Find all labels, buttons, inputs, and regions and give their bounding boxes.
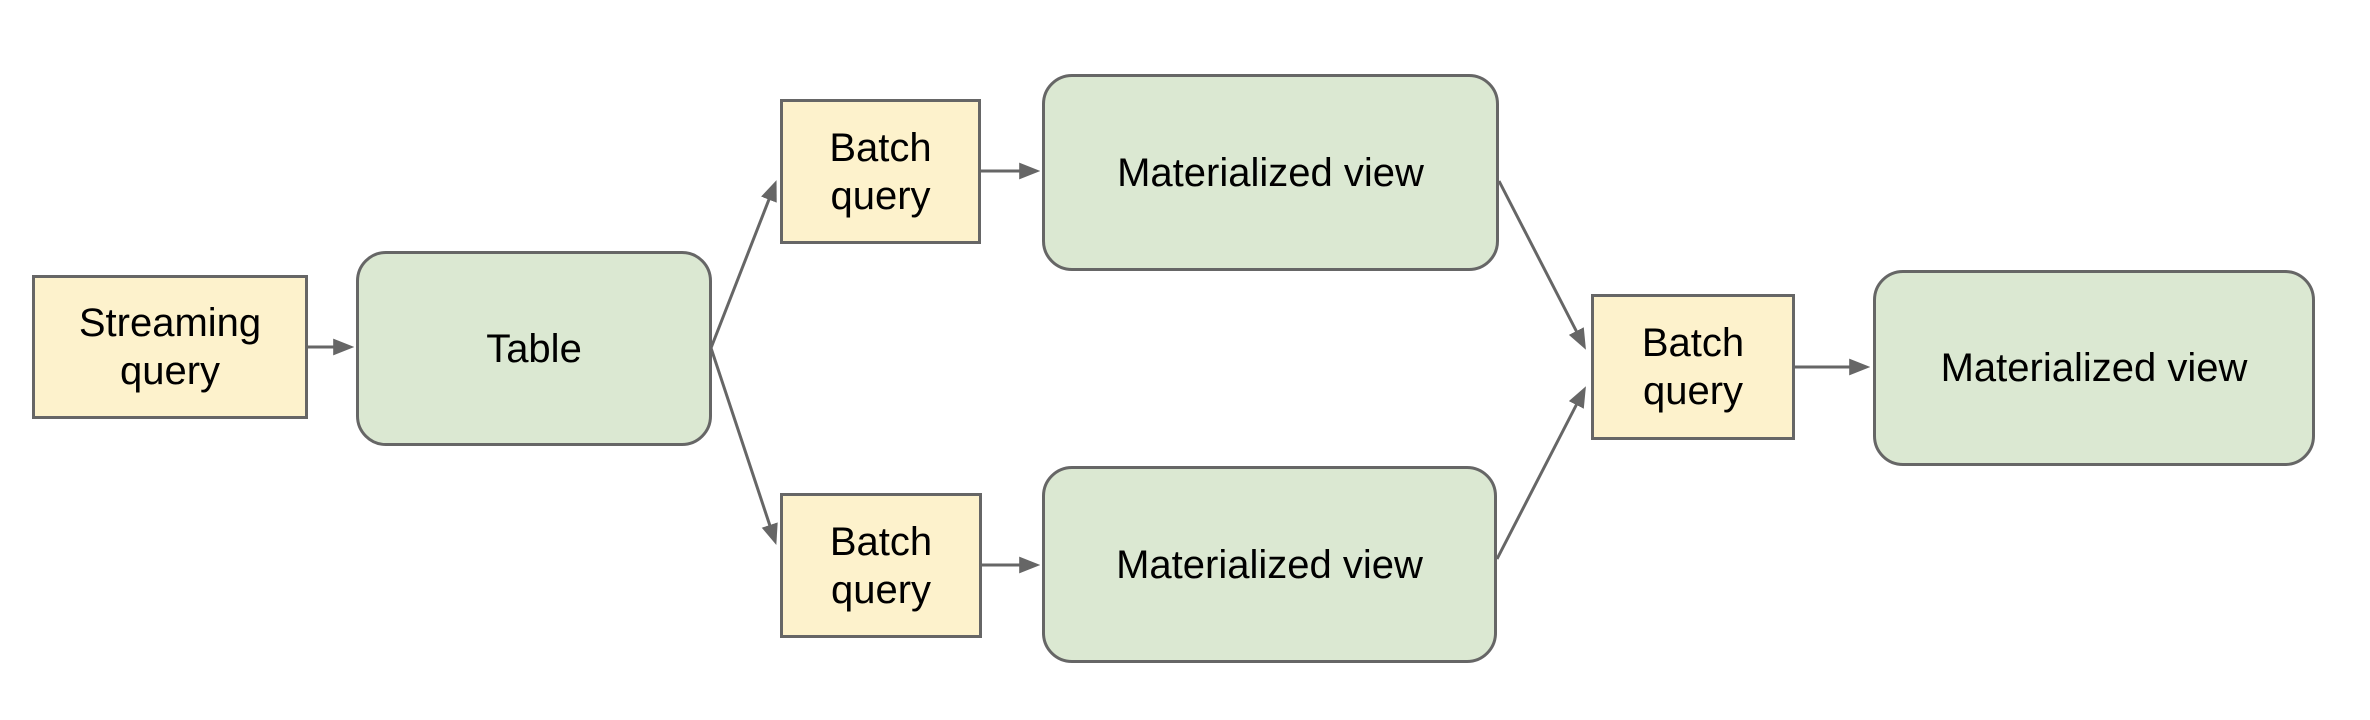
- node-materialized-view-bottom: Materialized view: [1042, 466, 1497, 663]
- node-label: Materialized view: [1117, 150, 1424, 195]
- node-materialized-view-right: Materialized view: [1873, 270, 2315, 466]
- edge-materialized-view-top-to-batch-query-right: [1497, 180, 1586, 350]
- node-batch-query-top: Batch query: [780, 99, 981, 244]
- node-materialized-view-top: Materialized view: [1042, 74, 1499, 271]
- node-streaming-query: Streaming query: [32, 275, 308, 419]
- edge-materialized-view-bottom-to-batch-query-right: [1495, 386, 1586, 560]
- edge-table-to-batch-query-bottom: [709, 347, 778, 545]
- node-label: Table: [486, 326, 582, 371]
- node-label: Materialized view: [1940, 346, 2248, 390]
- edge-table-to-batch-query-top: [709, 180, 777, 349]
- node-label: Streaming query: [78, 301, 262, 393]
- node-label: Batch query: [1641, 321, 1745, 413]
- node-batch-query-right: Batch query: [1591, 294, 1795, 440]
- node-table: Table: [356, 251, 712, 446]
- node-label: Batch query: [829, 125, 932, 218]
- node-label: Batch query: [829, 519, 933, 612]
- node-label: Materialized view: [1116, 542, 1423, 587]
- node-batch-query-bottom: Batch query: [780, 493, 982, 638]
